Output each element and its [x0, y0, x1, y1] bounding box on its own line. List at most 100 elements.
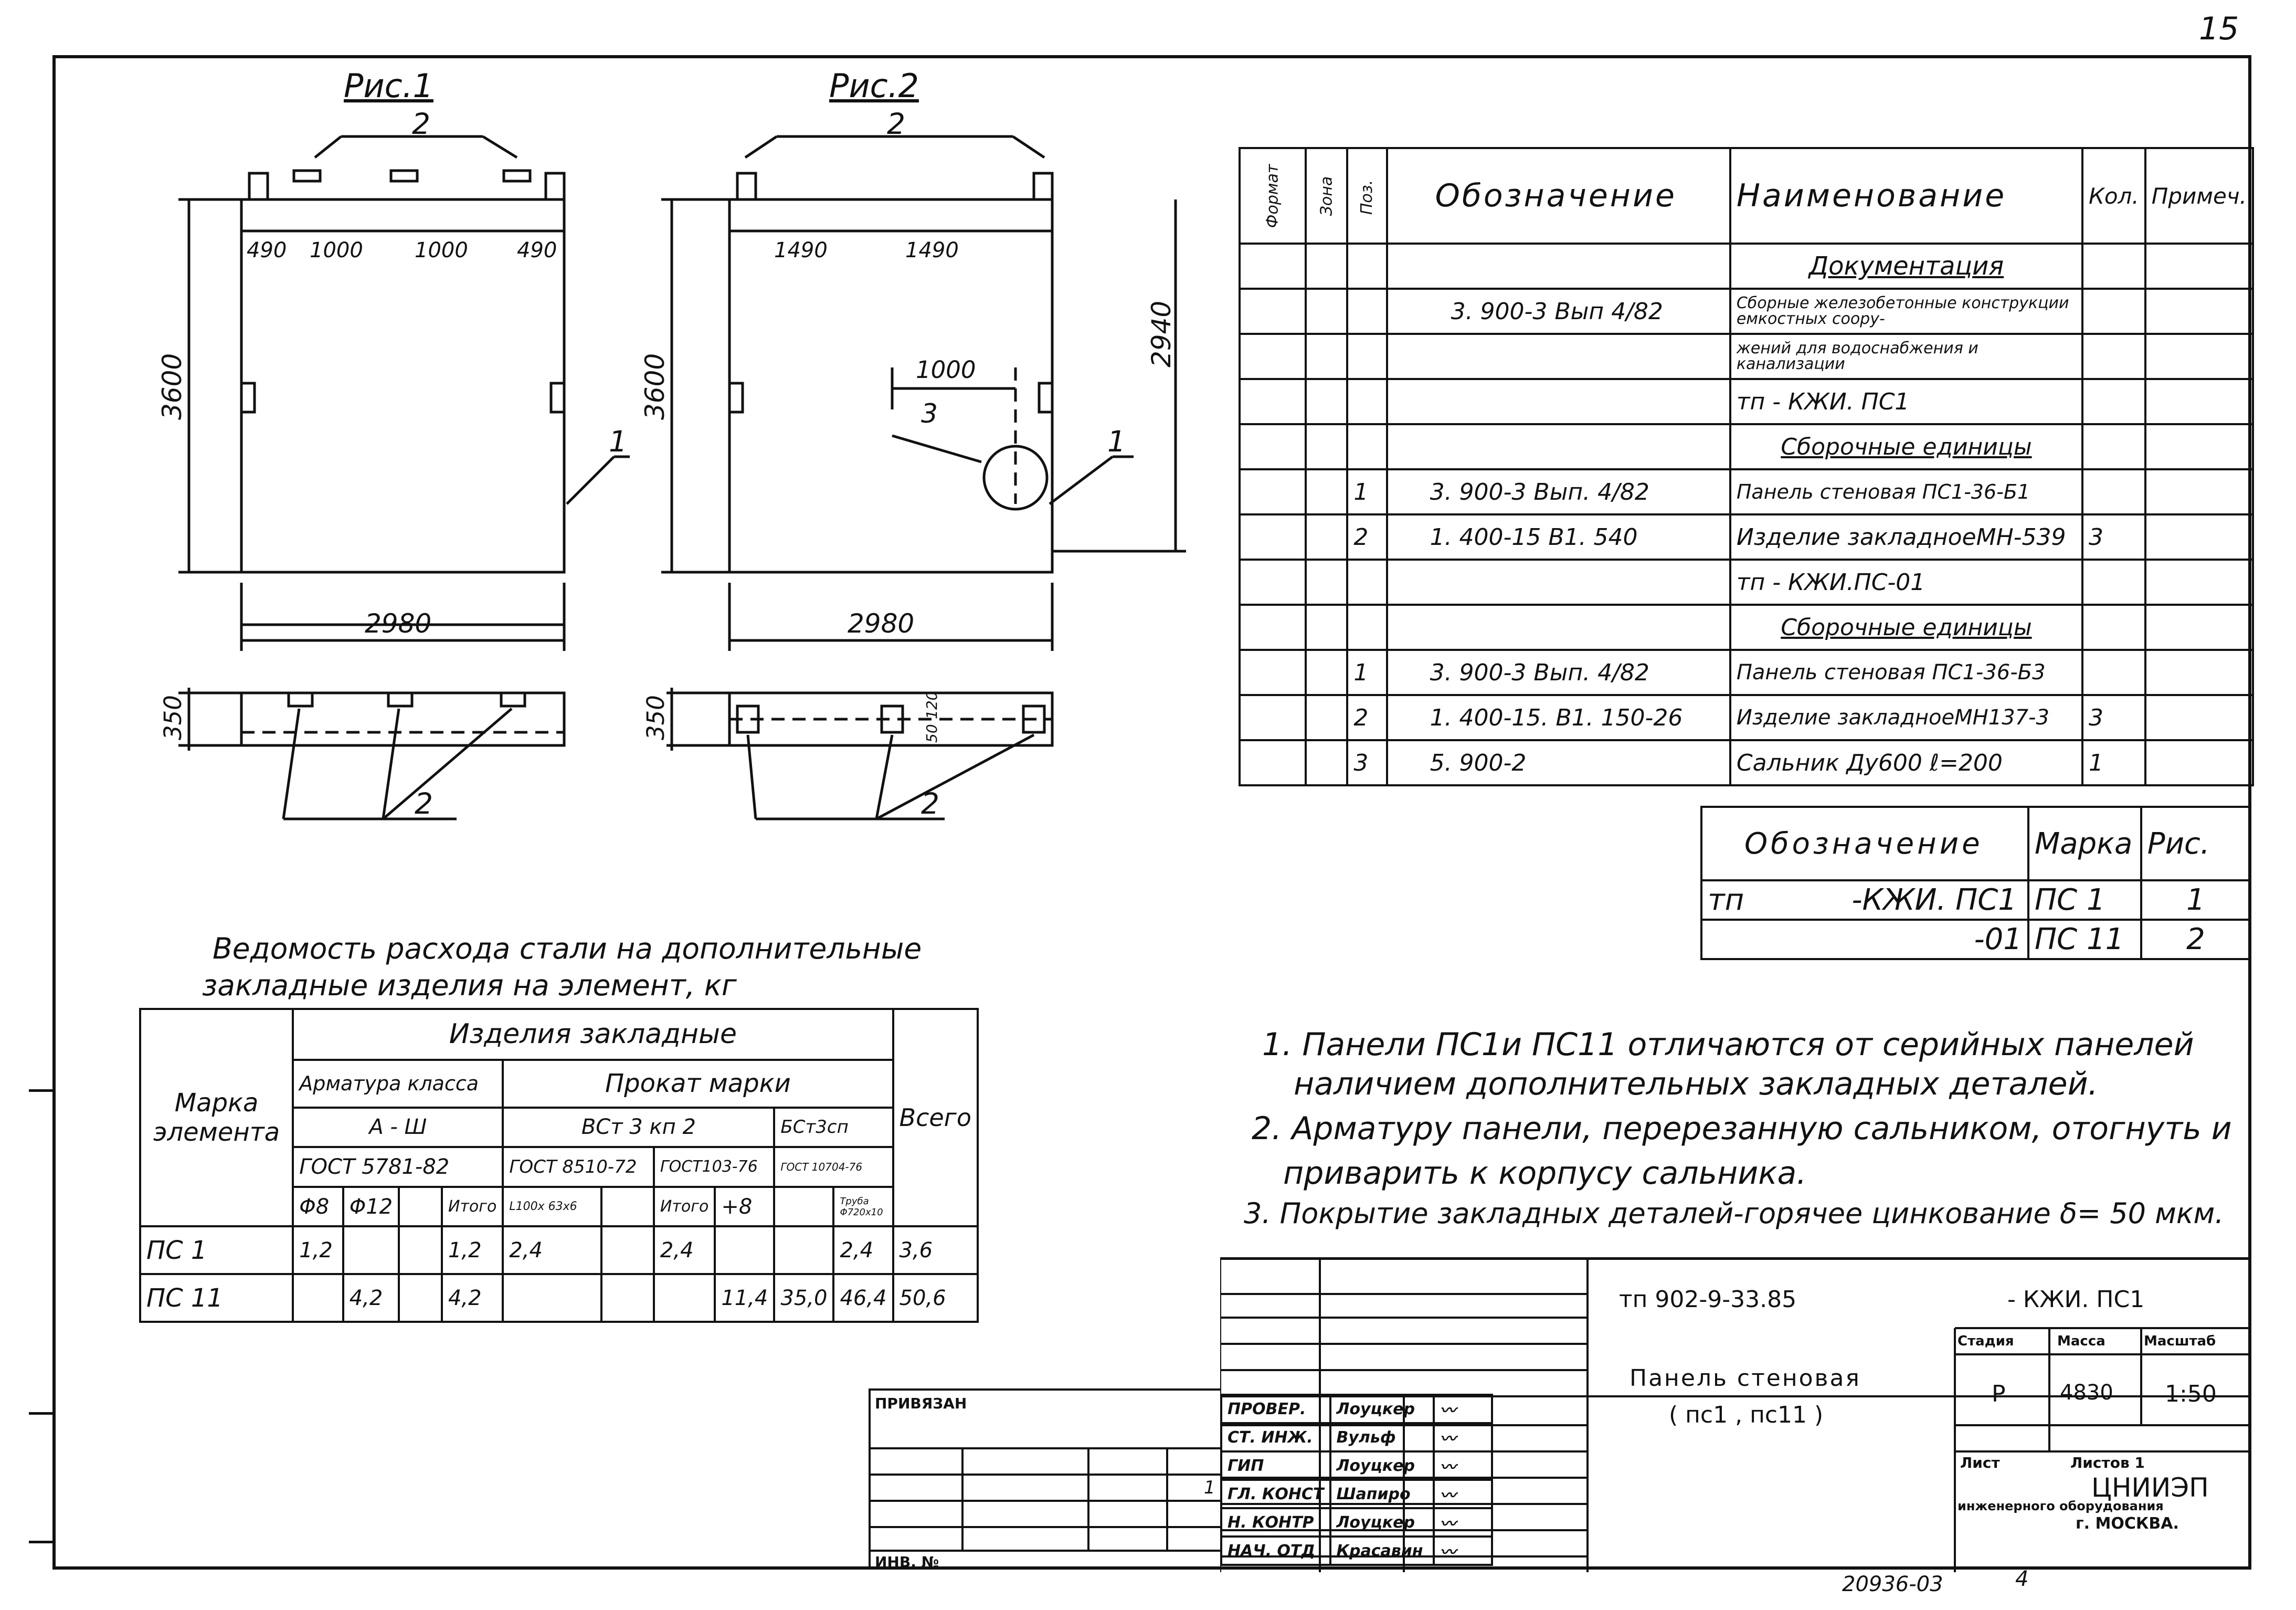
mark-col-mark: Марка: [2027, 806, 2142, 881]
table-cell: 2: [2140, 919, 2252, 960]
table-cell: [1346, 559, 1388, 606]
mark-col-fig: Рис.: [2140, 806, 2252, 881]
table-cell: 2,4: [652, 1225, 716, 1276]
table-cell: Φ12: [342, 1185, 400, 1228]
table-cell: 3: [2081, 513, 2146, 561]
table-cell: [2144, 694, 2255, 741]
table-cell: Изделие закладноеМН137-3: [1729, 694, 2084, 741]
fig2-gland-opening: [982, 445, 1049, 511]
col-note: Примеч.: [2144, 147, 2255, 245]
table-cell: [1239, 739, 1307, 786]
table-cell: [1385, 378, 1731, 425]
table-cell: [2081, 243, 2146, 290]
footer-code: 20936-03: [1842, 1572, 1943, 1596]
table-cell: Лоуцкер: [1329, 1450, 1435, 1481]
org-subtitle: инженерного оборудования: [1958, 1499, 2164, 1513]
table-cell: Красавин: [1329, 1535, 1435, 1566]
table-cell: 1,2: [440, 1225, 504, 1276]
table-cell: ВСт 3 кп 2: [502, 1106, 776, 1149]
fig2-title: Рис.2: [829, 67, 919, 105]
table-cell: 5. 900-2: [1385, 739, 1731, 786]
table-cell: [398, 1225, 443, 1276]
margin-tick: [29, 1541, 52, 1543]
fig1-dim-b: 1000: [310, 238, 363, 262]
table-row: ПРОВЕР.Лоуцкер〰: [1220, 1394, 1494, 1424]
table-cell: [1304, 604, 1349, 651]
table-cell: 2: [1346, 694, 1388, 741]
table-cell: [1304, 739, 1349, 786]
table-cell: [2144, 739, 2255, 786]
table-cell: [2144, 604, 2255, 651]
table-cell: 3: [2081, 694, 2146, 741]
doc-mark: - КЖИ. ПС1: [2007, 1286, 2145, 1313]
table-cell: [1304, 423, 1349, 470]
table-cell: ГЛ. КОНСТ: [1220, 1479, 1331, 1509]
table-cell: [600, 1185, 655, 1228]
table-cell: НАЧ. ОТД: [1220, 1535, 1331, 1566]
table-cell: [1304, 468, 1349, 515]
table-cell: жений для водоснабжения и канализации: [1729, 333, 2084, 380]
table-cell: Вульф: [1329, 1422, 1435, 1453]
table-cell: [292, 1273, 344, 1323]
doc-code: тп 902-9-33.85: [1619, 1286, 1797, 1313]
drawing-title: Панель стеновая: [1630, 1365, 1861, 1392]
table-cell: [1239, 468, 1307, 515]
fig1-dim-a: 490: [247, 238, 287, 262]
table-cell: [1346, 604, 1388, 651]
table-cell: [1304, 333, 1349, 380]
table-cell: [2081, 559, 2146, 606]
drawing-subtitle: ( пс1 , пс11 ): [1669, 1402, 1824, 1428]
side-mark: 1: [1204, 1477, 1215, 1498]
table-cell: [342, 1225, 400, 1276]
table-cell: 〰: [1432, 1422, 1494, 1453]
table-cell: ПС 1: [2027, 879, 2142, 921]
scale-header: Масштаб: [2144, 1333, 2216, 1349]
table-cell: 4,2: [342, 1273, 400, 1323]
fig2-callout-3: 3: [921, 398, 938, 429]
table-cell: [1239, 243, 1307, 290]
table-cell: [2081, 378, 2146, 425]
table-cell: 〰: [1432, 1450, 1494, 1481]
fig2-dim-offset: 1000: [916, 356, 976, 384]
table-cell: [1346, 243, 1388, 290]
fig2-dim-right: 2940: [1146, 301, 1177, 367]
table-cell: Лоуцкер: [1329, 1507, 1435, 1538]
table-cell: ГОСТ 5781-82: [292, 1146, 504, 1188]
steel-col-total: Всего: [892, 1007, 979, 1228]
col-designation: Обозначение: [1385, 147, 1731, 245]
fig1-dim-thick: 350: [159, 695, 187, 740]
table-cell: тп - КЖИ. ПС1: [1729, 378, 2084, 425]
table-cell: [1239, 559, 1307, 606]
table-cell: 3,6: [892, 1225, 979, 1276]
fig2-dim-b: 1490: [905, 238, 959, 262]
fig2-dim-s2: 50: [923, 724, 940, 743]
table-cell: ГИП: [1220, 1450, 1331, 1481]
table-cell: [2144, 378, 2255, 425]
table-row: Сборочные единицы: [1239, 604, 2255, 651]
fig2-callout-1: 1: [1107, 425, 1126, 458]
fig1-title: Рис.1: [344, 67, 433, 105]
table-cell: 1: [1346, 649, 1388, 696]
col-name: Наименование: [1729, 147, 2084, 245]
table-cell: [1385, 243, 1731, 290]
table-cell: 2: [1346, 513, 1388, 561]
table-cell: Лоуцкер: [1329, 1394, 1435, 1424]
table-cell: 3: [1346, 739, 1388, 786]
mass-header: Масса: [2057, 1333, 2105, 1349]
table-cell: [600, 1225, 655, 1276]
fig1-section-callout-2: 2: [415, 787, 433, 820]
stage-value: Р: [1992, 1381, 2006, 1407]
fig2-section-callout-2: 2: [921, 787, 939, 820]
table-cell: тп - КЖИ.ПС-01: [1729, 559, 2084, 606]
table-cell: 2,4: [832, 1225, 894, 1276]
table-cell: [652, 1273, 716, 1323]
table-cell: 35,0: [773, 1273, 835, 1323]
